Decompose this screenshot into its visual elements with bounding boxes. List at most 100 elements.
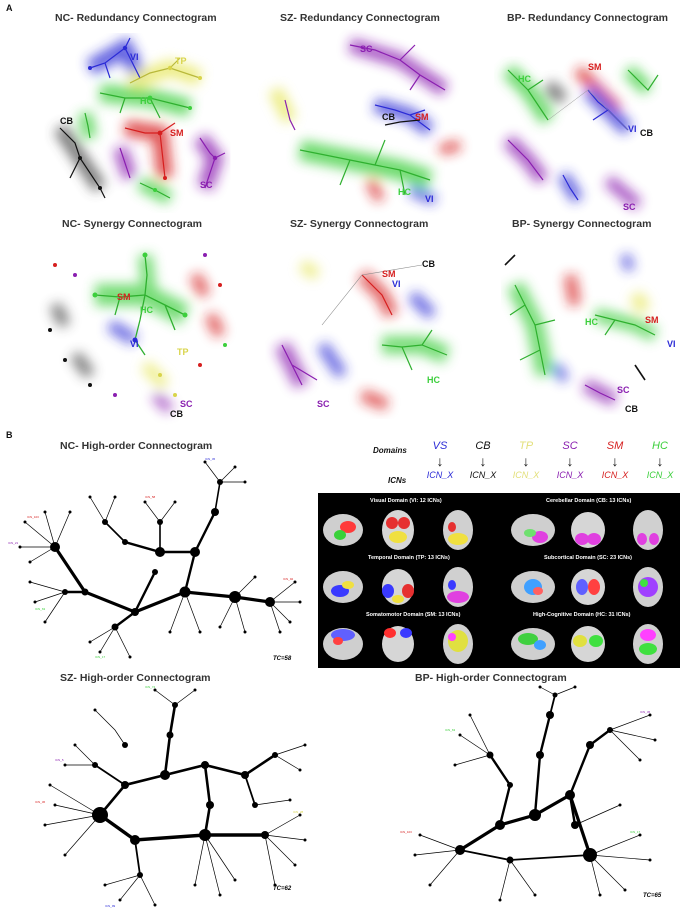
- icn-label: ICN_99: [105, 904, 116, 908]
- legend-code: SC: [562, 440, 578, 452]
- legend-item-sm: SM ↓ ICN_X: [585, 440, 645, 480]
- brain-title-cerebellar: Cerebellar Domain (CB: 13 ICNs): [546, 498, 632, 504]
- sz-high-order-graph: ICN_36 ICN_5 ICN_74 ICN_28 ICN_99 TC=62: [35, 685, 307, 908]
- label-tp: TP: [177, 347, 189, 357]
- icn-label: ICN_63: [445, 728, 456, 732]
- label-hc: HC: [585, 317, 598, 327]
- label-sc: SC: [317, 399, 330, 409]
- arrow-down-icon: ↓: [479, 453, 487, 469]
- legend-item-sc: SC ↓ ICN_X: [540, 440, 600, 480]
- nc-redundancy-graph: VI TP HC CB SM SC: [54, 36, 226, 205]
- title-sz-synergy: SZ- Synergy Connectogram: [290, 218, 429, 230]
- icn-label: ICN_103: [400, 830, 412, 834]
- arrow-down-icon: ↓: [656, 453, 664, 469]
- icn-label: ICN_28: [293, 810, 304, 814]
- legend-code: SM: [606, 440, 624, 452]
- icn-label: ICN_36: [35, 800, 46, 804]
- icn-label: ICN_74: [145, 685, 156, 689]
- legend-item-cb: CB ↓ ICN_X: [453, 440, 513, 480]
- title-bp-high-order: BP- High-order Connectogram: [415, 672, 567, 684]
- tc-sz: TC=62: [273, 886, 292, 892]
- icn-label: ICN_17: [95, 655, 106, 659]
- icn-label: ICN_45: [640, 710, 651, 714]
- bp-high-order-graph: ICN_103 ICN_63 ICN_45 ICN_17 TC=65: [400, 685, 662, 902]
- legend-code: TP: [518, 440, 534, 452]
- nc-synergy-graph: SM HC VI TP SC CB: [48, 252, 227, 419]
- title-bp-synergy: BP- Synergy Connectogram: [512, 218, 652, 230]
- label-sm: SM: [415, 112, 429, 122]
- label-cb: CB: [640, 128, 653, 138]
- label-cb: CB: [382, 112, 395, 122]
- icn-label: ICN_58: [145, 495, 156, 499]
- label-vi: VI: [425, 194, 434, 204]
- sz-synergy-graph: SM VI CB HC SC: [274, 259, 451, 411]
- tc-bp: TC=65: [643, 893, 662, 899]
- icn-label: ICN_17: [630, 830, 641, 834]
- label-cb: CB: [422, 259, 435, 269]
- arrow-down-icon: ↓: [436, 453, 444, 469]
- title-sz-redundancy: SZ- Redundancy Connectogram: [280, 12, 440, 24]
- label-vi: VI: [667, 339, 676, 349]
- legend-icn: ICN_X: [426, 470, 454, 480]
- nc-high-order-graph: ICN_103 ICN_21 ICN_63 ICN_45 ICN_58 ICN_…: [8, 457, 302, 662]
- icn-label: ICN_103: [27, 515, 39, 519]
- legend-code: CB: [475, 440, 491, 452]
- label-sm: SM: [382, 269, 396, 279]
- legend-domains-label: Domains: [373, 446, 407, 455]
- label-vi: VI: [628, 124, 637, 134]
- domain-legend: Domains ICNs VS ↓ ICN_X CB ↓ ICN_X TP ↓ …: [318, 440, 680, 492]
- label-sc: SC: [623, 202, 636, 212]
- label-sc: SC: [360, 44, 373, 54]
- icn-label: ICN_45: [205, 457, 216, 461]
- brain-title-visual: Visual Domain (VI: 12 ICNs): [370, 498, 442, 504]
- legend-code: HC: [652, 440, 668, 452]
- arrow-down-icon: ↓: [522, 453, 530, 469]
- panel-letter-a: A: [6, 3, 13, 13]
- legend-icn: ICN_X: [601, 470, 629, 480]
- title-nc-redundancy: NC- Redundancy Connectogram: [55, 12, 217, 24]
- icn-label: ICN_92: [283, 577, 294, 581]
- title-sz-high-order: SZ- High-order Connectogram: [60, 672, 211, 684]
- label-hc: HC: [140, 305, 153, 315]
- label-sm: SM: [170, 128, 184, 138]
- label-hc: HC: [427, 375, 440, 385]
- bp-synergy-graph: HC SM VI SC CB: [504, 253, 676, 414]
- legend-icn: ICN_X: [469, 470, 497, 480]
- icn-label: ICN_21: [8, 541, 19, 545]
- label-sm: SM: [588, 62, 602, 72]
- label-cb: CB: [170, 409, 183, 419]
- arrow-down-icon: ↓: [611, 453, 619, 469]
- brain-title-somatomotor: Somatomotor Domain (SM: 13 ICNs): [366, 612, 461, 618]
- brain-domain-panel: Visual Domain (VI: 12 ICNs) Cerebellar D…: [318, 493, 680, 668]
- tc-nc: TC=58: [273, 656, 292, 662]
- brain-slices: [323, 510, 663, 664]
- title-bp-redundancy: BP- Redundancy Connectogram: [507, 12, 669, 24]
- icn-label: ICN_5: [55, 758, 64, 762]
- label-cb: CB: [60, 116, 73, 126]
- label-sc: SC: [617, 385, 630, 395]
- brain-title-temporal: Temporal Domain (TP: 13 ICNs): [368, 555, 450, 561]
- legend-icn: ICN_X: [646, 470, 674, 480]
- label-hc: HC: [398, 187, 411, 197]
- legend-code: VS: [432, 440, 448, 452]
- label-hc: HC: [140, 96, 153, 106]
- legend-item-hc: HC ↓ ICN_X: [630, 440, 685, 480]
- label-sm: SM: [645, 315, 659, 325]
- legend-icns-label: ICNs: [388, 476, 407, 485]
- label-hc: HC: [518, 74, 531, 84]
- label-tp: TP: [175, 56, 187, 66]
- legend-item-vs: VS ↓ ICN_X: [410, 440, 470, 480]
- arrow-down-icon: ↓: [566, 453, 574, 469]
- brain-title-subcortical: Subcortical Domain (SC: 23 ICNs): [544, 555, 633, 561]
- title-nc-synergy: NC- Synergy Connectogram: [62, 218, 203, 230]
- bp-redundancy-graph: SM HC VI CB SC: [502, 62, 659, 212]
- legend-icn: ICN_X: [512, 470, 540, 480]
- label-sm: SM: [117, 292, 131, 302]
- icn-label: ICN_63: [35, 607, 46, 611]
- label-sc: SC: [180, 399, 193, 409]
- title-nc-high-order: NC- High-order Connectogram: [60, 440, 213, 452]
- legend-item-tp: TP ↓ ICN_X: [496, 440, 556, 480]
- sz-redundancy-graph: SC CB SM HC VI: [268, 38, 462, 205]
- label-vi: VI: [392, 279, 401, 289]
- brain-title-highcognitive: High-Cognitive Domain (HC: 31 ICNs): [533, 612, 631, 618]
